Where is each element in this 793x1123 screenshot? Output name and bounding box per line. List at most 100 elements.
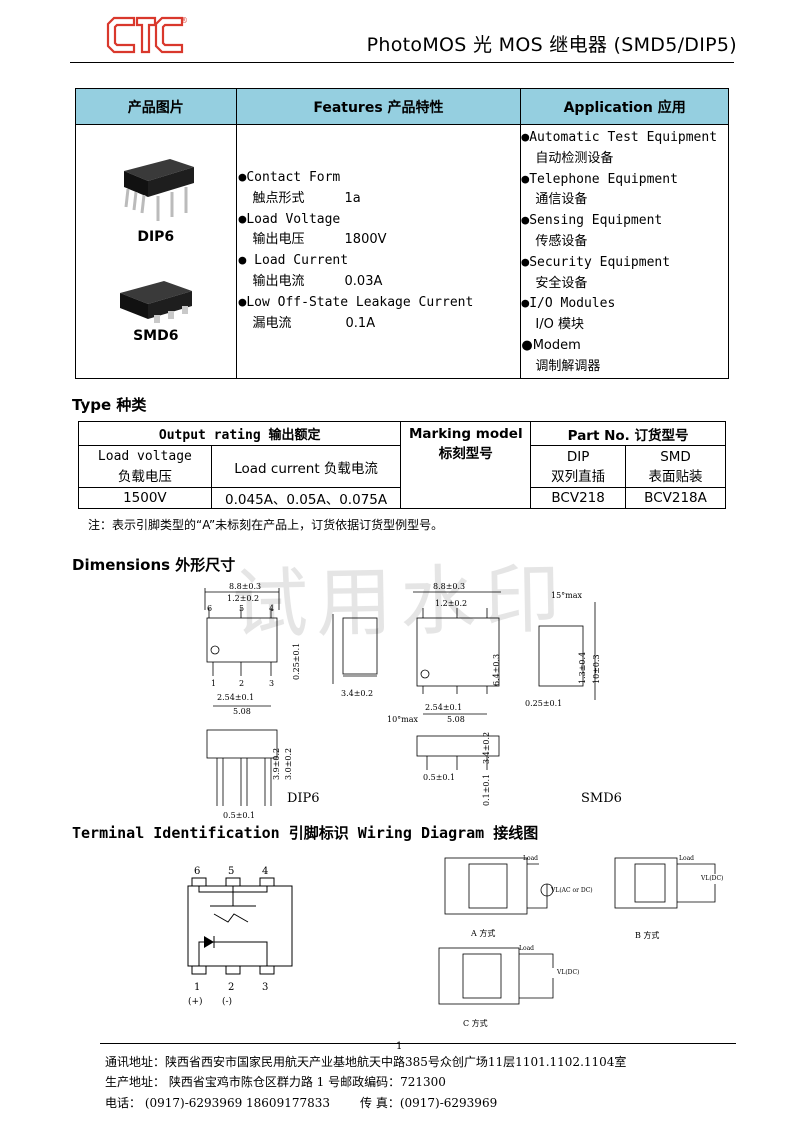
term-pin-6: 6 — [194, 866, 200, 877]
wiring-c-label: C 方式 — [463, 1018, 488, 1028]
footer-rule — [100, 1043, 736, 1044]
app-item-0: ●Automatic Test Equipment — [521, 130, 718, 145]
type-section-title: Type 种类 — [72, 396, 147, 414]
smd-dim-p508: 5.08 — [447, 715, 465, 724]
feature-leakage-value: 0.1A — [345, 315, 376, 331]
smd-dim-b: 10±0.3 — [592, 654, 601, 684]
feature-contact-form-cn: 触点形式 — [252, 190, 305, 206]
feature-contact-form-value: 1a — [344, 190, 361, 206]
row-dip: BCV218 — [530, 487, 627, 509]
term-sign-plus: (+) — [188, 996, 203, 1007]
footer-fax: 传 真：(0917)-6293969 — [360, 1096, 498, 1110]
dip-pin-4: 4 — [269, 604, 274, 613]
term-pin-4: 4 — [262, 866, 268, 877]
dim-pin-w: 0.5±0.1 — [223, 811, 255, 820]
smd-dim-lead: 0.25±0.1 — [525, 699, 562, 708]
wiring-c-vl: VL(DC) — [556, 969, 579, 976]
applications-cell: ●Automatic Test Equipment 自动检测设备 ●Teleph… — [520, 124, 729, 379]
part-no-header: Part No. 订货型号 — [530, 421, 726, 446]
registered-mark: ® — [180, 16, 188, 25]
terminal-title: Terminal Identification 引脚标识 Wiring Diag… — [72, 824, 539, 842]
dim-p254: 2.54±0.1 — [217, 693, 254, 702]
header-application: Application 应用 — [520, 88, 729, 125]
smd6-package-image — [120, 281, 192, 323]
dimensions-title: Dimensions 外形尺寸 — [72, 556, 236, 574]
app-item-4: ●I/O Modules — [521, 296, 616, 312]
row-smd: BCV218A — [625, 487, 726, 509]
row-current: 0.045A、0.05A、0.075A — [210, 487, 402, 509]
wiring-a-vl: VL(AC or DC) — [550, 887, 593, 894]
dip-pin-5: 5 — [239, 604, 244, 613]
term-pin-3: 3 — [262, 982, 268, 993]
dip6-package-image — [124, 159, 194, 221]
feature-load-current-cn: 输出电流 — [252, 274, 305, 290]
wiring-b-load: Load — [679, 855, 694, 862]
app-item-3-cn: 安全设备 — [535, 275, 588, 291]
dimension-drawings: 8.8±0.3 1.2±0.2 6 5 4 1 2 3 2.54±0.1 5.0… — [204, 582, 622, 820]
page-title: PhotoMOS 光 MOS 继电器 (SMD5/DIP5) — [366, 34, 737, 56]
app-item-0-cn: 自动检测设备 — [535, 150, 614, 166]
wiring-b-label: B 方式 — [635, 930, 659, 940]
dip-pin-6: 6 — [207, 604, 212, 613]
smd-dim-angle: 15°max — [551, 591, 583, 600]
feature-leakage: ●Low Off-State Leakage Current — [238, 294, 474, 310]
company-logo: ® — [106, 16, 188, 54]
footer-phone: 电话： (0917)-6293969 18609177833 — [105, 1096, 331, 1110]
dim-angle: 10°max — [387, 715, 419, 724]
terminal-diagram: 6 5 4 1 2 3 (+) (-) — [187, 866, 293, 1007]
wiring-c-load: Load — [519, 945, 534, 952]
footer-factory: 生产地址： 陕西省宝鸡市陈仓区群力路 1 号邮政编码：721300 — [105, 1075, 446, 1089]
smd-dim-d: 0.1±0.1 — [482, 774, 491, 806]
feature-load-voltage-value: 1800V — [344, 232, 387, 248]
app-item-1-cn: 通信设备 — [535, 192, 588, 208]
output-rating-header: Output rating 输出额定 — [77, 421, 402, 446]
dim-lead: 0.25±0.1 — [292, 643, 301, 680]
header-product-image: 产品图片 — [75, 88, 237, 125]
wiring-diagrams: Load VL(AC or DC) Load VL(DC) Load VL(DC… — [438, 855, 723, 1028]
features-table: 产品图片 Features 产品特性 Application 应用 DIP6 — [75, 88, 729, 379]
term-pin-5: 5 — [228, 866, 234, 877]
smd6-label: SMD6 — [133, 328, 179, 344]
type-note: 注：表示引脚类型的“A”未标刻在产品上，订货依据订货型例型号。 — [88, 518, 444, 532]
header-features: Features 产品特性 — [235, 88, 522, 125]
smd-dim-a: 1.3±0.4 — [578, 652, 587, 684]
smd-dim-c: 3.4±0.2 — [482, 732, 491, 764]
dim-h2: 3.0±0.2 — [284, 748, 293, 780]
term-pin-2: 2 — [228, 982, 234, 993]
app-item-2-cn: 传感设备 — [535, 233, 588, 249]
feature-load-current: ● Load Current — [238, 253, 349, 269]
app-item-1: ●Telephone Equipment — [521, 171, 678, 187]
wiring-a-load: Load — [523, 855, 538, 862]
marking-model-header: Marking model 标刻型号 — [400, 421, 532, 509]
smd-dim-pin-w: 0.5±0.1 — [423, 773, 455, 782]
dim-pitch: 1.2±0.2 — [227, 594, 259, 603]
term-pin-1: 1 — [194, 982, 200, 993]
app-item-5: ●Modem — [521, 337, 581, 353]
dip6-dim-label: DIP6 — [287, 791, 320, 806]
feature-load-voltage: ●Load Voltage — [238, 211, 341, 227]
smd-dim-p254: 2.54±0.1 — [425, 703, 462, 712]
header-rule — [70, 62, 734, 63]
dip-pin-3: 3 — [269, 679, 274, 688]
dim-w: 8.8±0.3 — [229, 582, 261, 591]
dim-p508: 5.08 — [233, 707, 251, 716]
app-item-3: ●Security Equipment — [521, 254, 671, 270]
feature-load-current-value: 0.03A — [344, 274, 383, 290]
type-table: Output rating 输出额定 Marking model 标刻型号 Pa… — [77, 421, 726, 509]
row-voltage: 1500V — [78, 487, 212, 509]
feature-load-voltage-cn: 输出电压 — [252, 232, 305, 248]
smd-dim-h: 6.4±0.3 — [492, 654, 501, 686]
app-item-2: ●Sensing Equipment — [521, 213, 663, 229]
dip-pin-1: 1 — [211, 679, 216, 688]
term-sign-minus: (-) — [222, 996, 232, 1007]
app-item-5-cn: 调制解调器 — [535, 358, 601, 374]
product-image-cell: DIP6 SMD6 — [75, 124, 237, 379]
dim-body-h: 3.4±0.2 — [341, 689, 373, 698]
page-mark: 1 — [396, 1041, 403, 1052]
app-item-4-cn: I/O 模块 — [535, 317, 584, 333]
smd6-dim-label: SMD6 — [581, 791, 622, 806]
